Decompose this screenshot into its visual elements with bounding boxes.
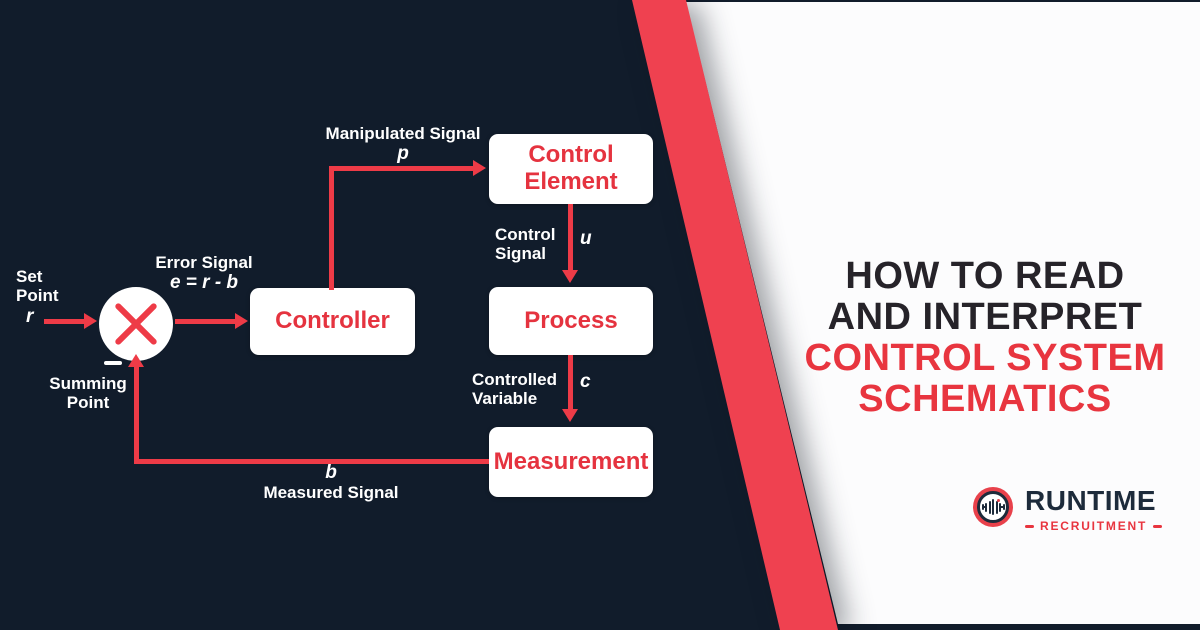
dumbbell-stub-left bbox=[982, 506, 985, 508]
set-point-line bbox=[44, 319, 86, 324]
control-element-box: Control Element bbox=[489, 134, 653, 204]
manipulated-signal-line-horizontal bbox=[329, 166, 475, 171]
error-signal-line bbox=[175, 319, 237, 324]
error-signal-arrowhead bbox=[235, 313, 248, 329]
manipulated-signal-arrowhead bbox=[473, 160, 486, 176]
subtitle-dash-left bbox=[1025, 524, 1034, 528]
controlled-variable-label: Controlled Variable bbox=[472, 370, 557, 409]
logo-subtitle: RECRUITMENT bbox=[1040, 519, 1148, 533]
measured-signal-label: b Measured Signal bbox=[256, 462, 406, 502]
measured-signal-symbol: b bbox=[325, 462, 337, 483]
manipulated-signal-label: Manipulated Signal p bbox=[315, 124, 491, 164]
dumbbell-waveform-icon bbox=[973, 487, 1013, 527]
error-signal-equation: e = r - b bbox=[169, 272, 239, 294]
control-signal-arrowhead bbox=[562, 270, 578, 283]
logo-name: RUNTIME bbox=[1025, 485, 1157, 516]
measured-signal-line-vertical bbox=[134, 366, 139, 464]
logo-text: RUNTIME RECRUITMENT bbox=[1025, 485, 1163, 533]
set-point-label: Set Point bbox=[16, 267, 59, 306]
minus-sign bbox=[104, 361, 122, 365]
manipulated-signal-line-vertical bbox=[329, 168, 334, 290]
logo-red-dot bbox=[997, 499, 1000, 502]
error-signal-label: Error Signal e = r - b bbox=[148, 253, 260, 293]
controlled-variable-symbol: c bbox=[580, 371, 591, 392]
measured-signal-line-horizontal bbox=[134, 459, 489, 464]
title-line-3: CONTROL SYSTEM bbox=[804, 337, 1166, 379]
runtime-recruitment-logo: RUNTIME RECRUITMENT bbox=[973, 485, 1163, 533]
title-line-2: AND INTERPRET bbox=[827, 296, 1143, 338]
title-line-4: SCHEMATICS bbox=[858, 378, 1112, 420]
summing-point-circle bbox=[99, 287, 173, 361]
page-title: HOW TO READ AND INTERPRET CONTROL SYSTEM… bbox=[800, 256, 1170, 420]
controlled-variable-arrowhead bbox=[562, 409, 578, 422]
manipulated-signal-symbol: p bbox=[397, 143, 409, 165]
control-signal-label: Control Signal bbox=[495, 225, 556, 264]
controlled-variable-line bbox=[568, 355, 573, 411]
logo-subtitle-row: RECRUITMENT bbox=[1025, 519, 1163, 533]
controller-box: Controller bbox=[250, 288, 415, 355]
logo-equalizer-bars bbox=[973, 487, 1013, 527]
measurement-box: Measurement bbox=[489, 427, 653, 497]
subtitle-dash-right bbox=[1153, 524, 1163, 528]
control-signal-symbol: u bbox=[580, 228, 592, 249]
dumbbell-stub-right bbox=[1001, 506, 1004, 508]
measured-signal-arrowhead bbox=[128, 354, 144, 367]
process-box: Process bbox=[489, 287, 653, 355]
set-point-arrowhead bbox=[84, 313, 97, 329]
title-line-1: HOW TO READ bbox=[845, 255, 1125, 297]
control-signal-line bbox=[568, 204, 573, 272]
set-point-symbol: r bbox=[26, 306, 34, 327]
summing-point-label: Summing Point bbox=[49, 374, 127, 413]
